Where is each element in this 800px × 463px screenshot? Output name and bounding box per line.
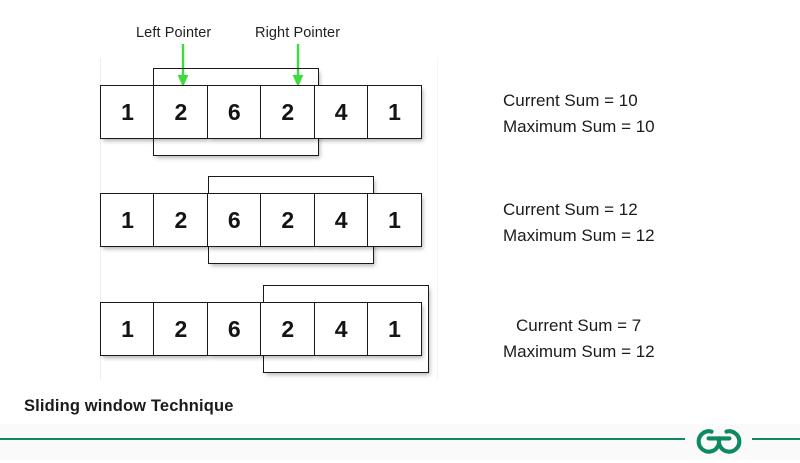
- sum-annotation-block: Current Sum = 7 Maximum Sum = 12: [503, 313, 655, 366]
- footer-rule-right: [752, 438, 800, 441]
- array-cell: 6: [206, 193, 262, 247]
- array-cell: 6: [206, 85, 262, 139]
- array-cell: 4: [313, 193, 369, 247]
- array-cell: 1: [100, 85, 155, 139]
- array-cell: 2: [153, 302, 209, 356]
- array-cell: 1: [367, 302, 423, 356]
- array-cell: 4: [313, 302, 369, 356]
- maximum-sum-text: Maximum Sum = 12: [503, 342, 655, 362]
- array-cell: 2: [260, 193, 316, 247]
- left-pointer-arrow-icon: [176, 44, 190, 88]
- right-pointer-arrow-icon: [291, 44, 305, 88]
- footer-rule-left: [0, 438, 685, 441]
- array-cell: 2: [153, 85, 209, 139]
- geeksforgeeks-logo-icon: [686, 418, 752, 458]
- array-cell: 1: [100, 193, 155, 247]
- sum-annotation-block: Current Sum = 10 Maximum Sum = 10: [503, 88, 655, 141]
- left-pointer-label: Left Pointer: [136, 25, 212, 41]
- array-cells: 1 2 6 2 4 1: [100, 193, 423, 247]
- array-cell: 1: [367, 85, 423, 139]
- array-cells: 1 2 6 2 4 1: [100, 302, 423, 356]
- array-cells: 1 2 6 2 4 1: [100, 85, 423, 139]
- array-cell: 6: [206, 302, 262, 356]
- maximum-sum-text: Maximum Sum = 10: [503, 117, 655, 137]
- footer-band: [0, 424, 800, 460]
- array-cell: 2: [153, 193, 209, 247]
- maximum-sum-text: Maximum Sum = 12: [503, 226, 655, 246]
- slide-title: Sliding window Technique: [24, 397, 234, 415]
- current-sum-text: Current Sum = 7: [516, 316, 642, 335]
- array-cell: 1: [367, 193, 423, 247]
- current-sum-text: Current Sum = 10: [503, 91, 638, 110]
- current-sum-text: Current Sum = 12: [503, 200, 638, 219]
- array-cell: 4: [313, 85, 369, 139]
- array-cell: 1: [100, 302, 155, 356]
- array-cell: 2: [260, 302, 316, 356]
- array-cell: 2: [260, 85, 316, 139]
- sum-annotation-block: Current Sum = 12 Maximum Sum = 12: [503, 197, 655, 250]
- background-guide-line-secondary: [437, 58, 438, 380]
- right-pointer-label: Right Pointer: [255, 25, 341, 41]
